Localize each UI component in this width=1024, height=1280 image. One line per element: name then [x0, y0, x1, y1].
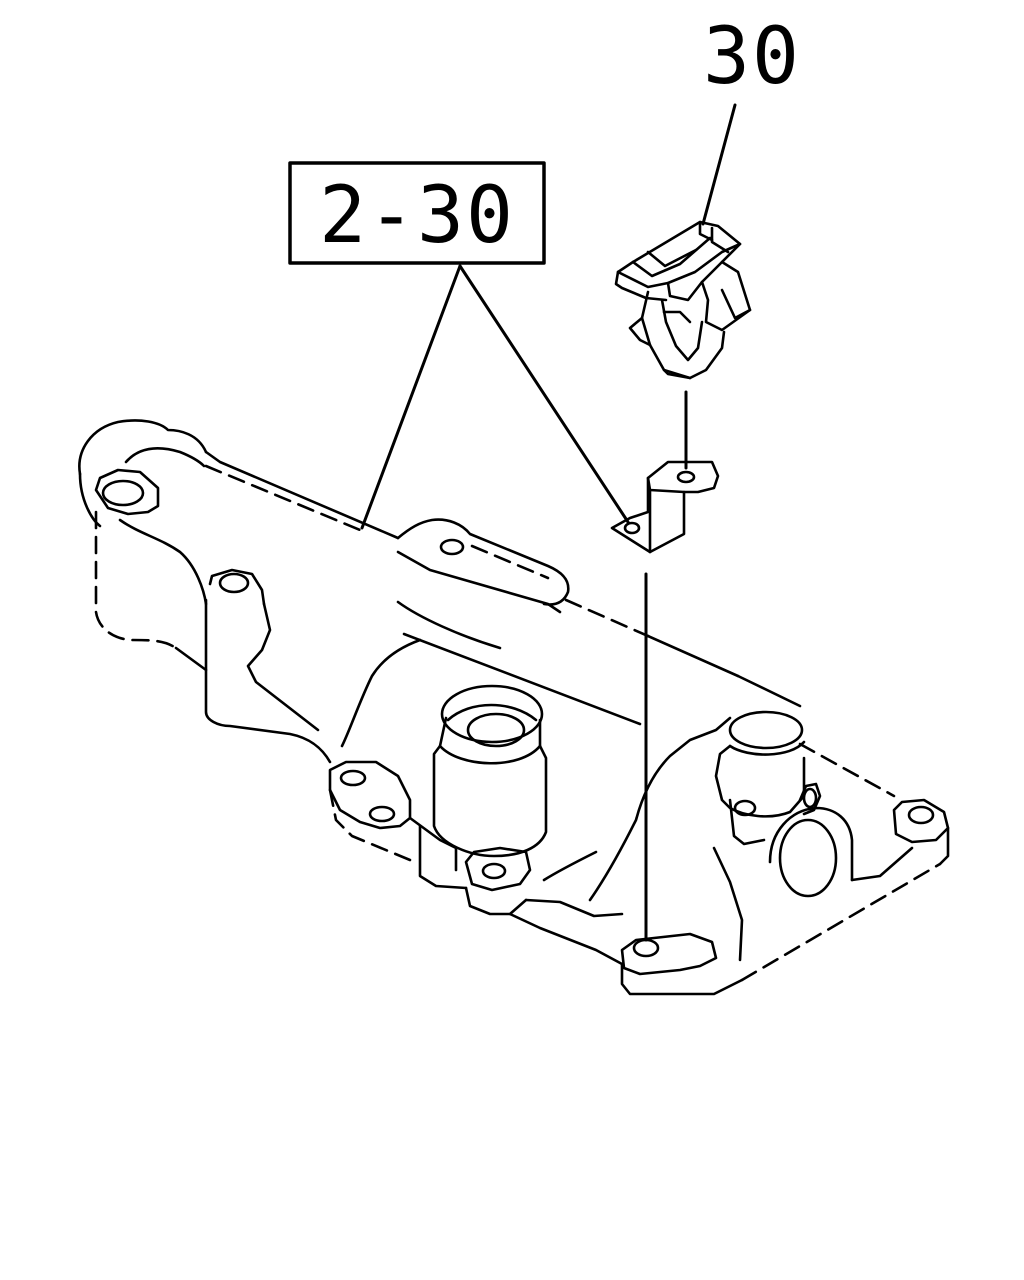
left-foot-hole-1 [339, 769, 367, 787]
left-boss-face [94, 468, 160, 516]
center-foot [464, 846, 532, 892]
housing-right-top-hidden [798, 742, 896, 798]
part-callout-label[interactable]: 30 [703, 12, 801, 102]
left-upper-hole [218, 572, 250, 594]
left-outlet-rim-lower [78, 472, 102, 528]
right-boss-tab [798, 782, 822, 816]
housing-top-hidden-edge [204, 464, 362, 532]
far-right-boss-hole [907, 805, 935, 825]
left-foot-hole-2 [368, 805, 396, 823]
right-flange-opening [778, 818, 838, 898]
right-boss-top [728, 710, 804, 750]
clip-prong-tip [662, 368, 692, 380]
assembly-callout-label: 2-30 [319, 171, 515, 261]
housing-left-hidden [94, 510, 178, 650]
center-boss-inner-rim [446, 703, 538, 722]
clip-side-lower [700, 280, 752, 332]
clip-top-edge-right [666, 242, 742, 302]
clip-part[interactable] [614, 220, 752, 380]
clip-rib-1 [698, 220, 714, 242]
clip-prong-latch [628, 316, 652, 347]
bracket[interactable] [610, 460, 720, 554]
housing-mid-rib [402, 632, 642, 726]
center-boss-body [432, 716, 548, 858]
housing-left-lower-edge [174, 646, 208, 672]
clip-top-face [616, 220, 742, 289]
housing-right-contour [588, 716, 732, 902]
housing-mid-left-contour [246, 602, 320, 732]
top-flange-lower-edge [396, 550, 562, 614]
housing-right-lower-contour [712, 846, 744, 962]
left-foot-hidden [328, 788, 412, 862]
housing-top-edge [204, 450, 400, 540]
part-leader [701, 103, 737, 226]
housing-right-top-edge-2 [736, 674, 802, 708]
bracket-hole-lower [623, 521, 641, 535]
left-boss-hole [101, 479, 145, 507]
right-boss-ring [728, 740, 806, 756]
housing-left-leg [204, 598, 332, 764]
clip-prong-slot [660, 298, 704, 362]
housing-mid-curve [340, 638, 422, 748]
right-boss-foot [728, 798, 766, 846]
right-boss-tab-hole [802, 787, 818, 809]
clip-side-wing [720, 260, 752, 320]
right-foot [620, 932, 718, 976]
top-mounting-flange [396, 518, 570, 606]
right-flange-edge [850, 846, 914, 882]
center-boss-bore [466, 712, 526, 748]
right-boss-hole [733, 799, 757, 817]
clip-prong-body [640, 290, 726, 380]
right-flange-outer [768, 806, 854, 882]
assembly-callout-box [288, 161, 546, 265]
right-foot-hole [632, 938, 660, 958]
housing-bottom-right-hidden [740, 862, 942, 982]
clip-rib-2 [710, 226, 730, 254]
center-boss-ring [438, 744, 542, 765]
left-outlet-inner [124, 447, 206, 468]
housing-lower-edge-mid [524, 898, 624, 918]
housing-left-contour [118, 518, 208, 606]
left-upper-boss [208, 568, 266, 606]
right-boss-body [714, 744, 806, 818]
clip-rib-4 [646, 248, 698, 268]
housing-right-top-edge [646, 634, 740, 678]
bracket-outline [610, 460, 720, 554]
housing-right-top-hidden [564, 598, 650, 638]
housing-assembly[interactable] [78, 419, 950, 996]
assembly-leader-right [458, 264, 630, 524]
left-outlet-rim [78, 419, 208, 476]
housing-lower-rib [542, 850, 598, 882]
clip-prong-inner [662, 310, 692, 324]
top-flange-hole [439, 538, 465, 556]
far-right-boss-side [938, 826, 950, 866]
center-foot-hole [481, 862, 507, 880]
clip-top-edge-left [614, 270, 668, 302]
housing-body-contour [396, 600, 502, 650]
left-foot [328, 760, 412, 830]
right-foot-lower-edge [620, 962, 744, 996]
bracket-hole-upper [676, 470, 696, 484]
left-foot-web [418, 824, 468, 890]
housing-bottom-edge [508, 912, 624, 966]
housing-lower-edge-left [464, 886, 528, 916]
assembly-callout[interactable]: 2-30 [288, 161, 546, 265]
center-boss-top [440, 684, 544, 744]
assembly-leader-left [360, 264, 462, 530]
top-flange-hidden [470, 544, 550, 580]
